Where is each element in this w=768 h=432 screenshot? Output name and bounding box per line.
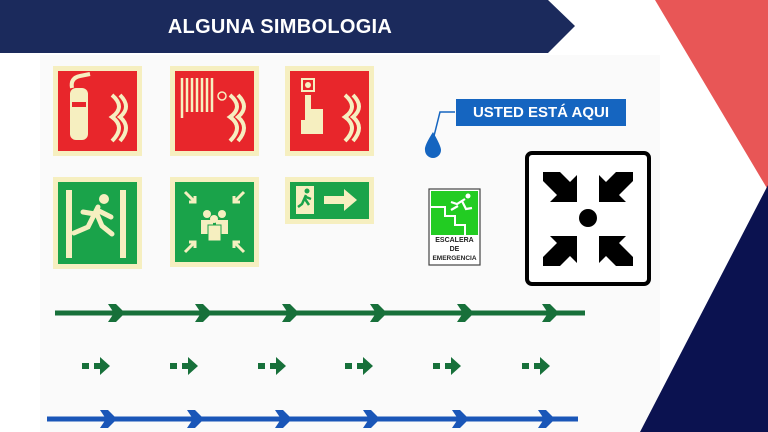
fire-extinguisher-sign xyxy=(53,66,142,156)
location-drop-icon xyxy=(424,111,455,158)
blue-arrow-line xyxy=(47,410,578,428)
you-are-here-label: USTED ESTÁ AQUI xyxy=(472,104,610,121)
emergency-stairs-sign xyxy=(428,188,481,266)
green-dashed-arrows xyxy=(82,357,550,375)
assembly-point-black-sign xyxy=(525,151,651,286)
fire-hose-sign xyxy=(170,66,259,156)
title-banner xyxy=(0,0,575,53)
you-are-here-sign xyxy=(456,99,626,126)
assembly-point-sign xyxy=(170,177,259,267)
stairs-line-1: ESCALERA xyxy=(435,237,474,244)
navy-triangle xyxy=(640,185,768,432)
stairs-sign-text: ESCALERA DE EMERGENCIA xyxy=(429,236,480,263)
green-arrow-line xyxy=(55,304,585,322)
emergency-exit-sign xyxy=(53,177,142,269)
exit-right-arrow-sign xyxy=(285,177,374,224)
stairs-line-3: EMERGENCIA xyxy=(432,255,477,262)
fire-alarm-button-sign xyxy=(285,66,374,156)
stairs-line-2: DE xyxy=(449,246,460,253)
coral-triangle xyxy=(655,0,768,190)
slide-title: ALGUNA SIMBOLOGIA xyxy=(167,15,393,38)
